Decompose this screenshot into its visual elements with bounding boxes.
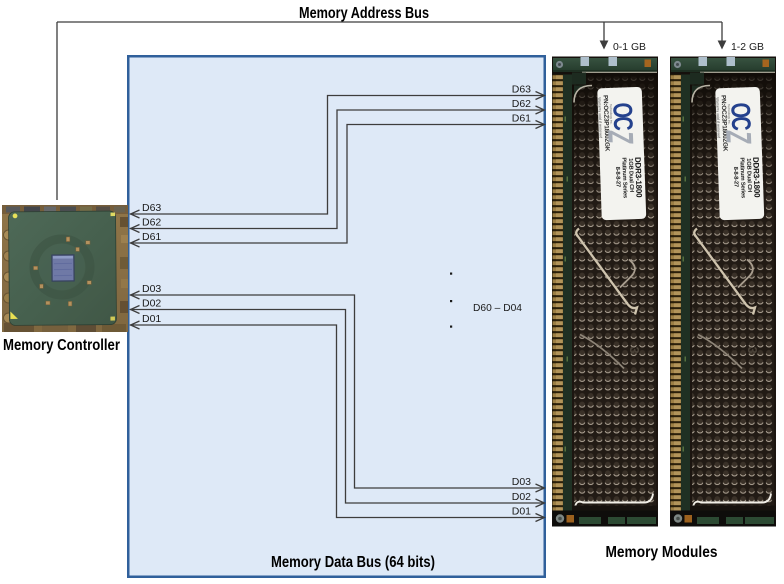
svg-text:D03: D03 bbox=[512, 476, 531, 488]
svg-text:0-1 GB: 0-1 GB bbox=[613, 41, 646, 53]
svg-text:Memory Modules: Memory Modules bbox=[606, 544, 718, 561]
svg-text:D63: D63 bbox=[142, 202, 161, 214]
svg-text:D01: D01 bbox=[142, 313, 161, 325]
svg-text:D02: D02 bbox=[142, 298, 161, 310]
svg-text:D61: D61 bbox=[512, 113, 531, 125]
svg-text:D01: D01 bbox=[512, 506, 531, 518]
svg-text:D62: D62 bbox=[142, 217, 161, 229]
svg-text:D61: D61 bbox=[142, 231, 161, 243]
svg-text:Memory Address Bus: Memory Address Bus bbox=[299, 5, 429, 22]
svg-text:D60 – D04: D60 – D04 bbox=[473, 302, 522, 314]
svg-text:1-2 GB: 1-2 GB bbox=[731, 41, 764, 53]
svg-text:D03: D03 bbox=[142, 283, 161, 295]
svg-text:Memory Controller: Memory Controller bbox=[3, 337, 120, 354]
svg-text:D63: D63 bbox=[512, 84, 531, 96]
svg-text:D62: D62 bbox=[512, 98, 531, 110]
svg-text:D02: D02 bbox=[512, 491, 531, 503]
svg-text:Memory Data Bus (64 bits): Memory Data Bus (64 bits) bbox=[271, 554, 435, 571]
